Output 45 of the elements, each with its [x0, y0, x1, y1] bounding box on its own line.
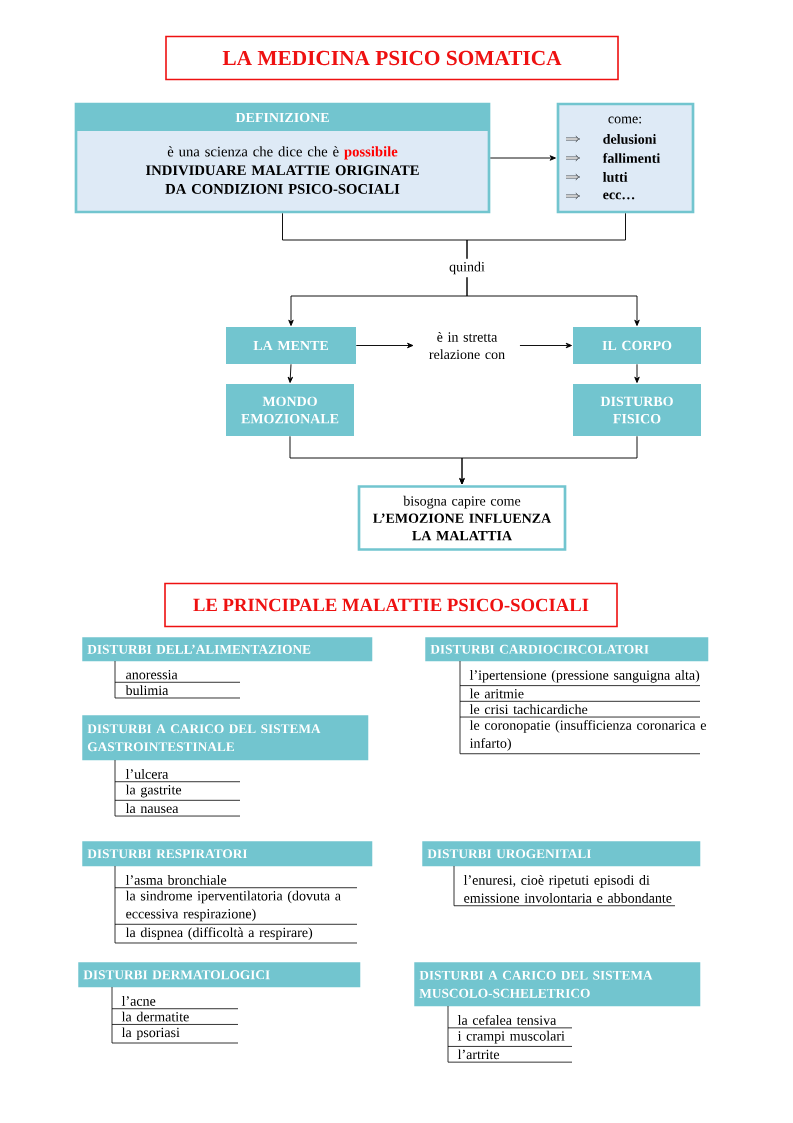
list-item: l’asma bronchiale [125, 874, 227, 885]
conclusion-box: bisogna capire come L’EMOZIONE INFLUENZA LA MALATTIA [357, 485, 567, 551]
list-item: l’acne [121, 995, 156, 1006]
connector-line [466, 212, 626, 260]
category-header: DISTURBI UROGENITALI [422, 841, 701, 867]
list-item: le coronopatie (insufficienza coronarica e infarto) [469, 720, 706, 751]
arrow [355, 342, 414, 349]
list-box: come: delusioni fallimenti lutti ecc… [556, 102, 695, 214]
list-item: l’artrite [457, 1049, 500, 1060]
list-item: l’ulcera [125, 768, 169, 779]
list-item: la cefalea tensiva [457, 1014, 557, 1025]
category-header: DISTURBI A CARICO DEL SISTEMA GASTROINTESTINALE [82, 715, 369, 761]
list-item: anoressia [126, 669, 178, 680]
concept-box: IL CORPO [573, 327, 701, 364]
list-item: la dispnea (difficoltà a respirare) [125, 927, 313, 941]
category-header: DISTURBI DERMATOLOGICI [78, 962, 361, 988]
list-item: l’ipertensione (pressione sanguigna alta) [469, 669, 700, 683]
list-item: la nausea [125, 803, 179, 814]
list-item: la dermatite [121, 1011, 189, 1022]
list-item: le crisi tachicardiche [469, 704, 588, 715]
list-item: la psoriasi [121, 1027, 180, 1041]
list-item: bulimia [125, 685, 169, 696]
concept-box: MONDO EMOZIONALE [226, 384, 354, 436]
arrow [634, 363, 640, 383]
category-header: DISTURBI A CARICO DEL SISTEMA MUSCOLO-SCHELETRICO [414, 962, 701, 1007]
arrow [519, 342, 572, 349]
heading-box: LE PRINCIPALE MALATTIE PSICO-SOCIALI [164, 582, 618, 628]
list-item: l’enuresi, cioè ripetuti episodi di emissione involontaria e abbondante [463, 874, 672, 903]
concept-box: LA MENTE [226, 327, 356, 364]
heading-box: LA MEDICINA PSICO SOMATICA [165, 35, 619, 81]
arrow [287, 363, 294, 383]
linking-phrase: è in stretta relazione con [429, 331, 505, 360]
list-item: le aritmie [469, 688, 524, 699]
linking-word: quindi [449, 261, 485, 275]
concept-box: DISTURBO FISICO [573, 384, 701, 436]
list-item: la gastrite [125, 784, 182, 798]
definition-box: DEFINIZIONE è una scienza che dice che è possibile INDIVIDUARE MALATTIE ORIGINATE DA CONDIZIONI PSICO-SOCIALI [74, 102, 491, 214]
list-item: i crampi muscolari [457, 1030, 565, 1044]
category-header: DISTURBI RESPIRATORI [82, 841, 373, 867]
category-header: DISTURBI DELL’ALIMENTAZIONE [82, 637, 373, 662]
category-header: DISTURBI CARDIOCIRCOLATORI [425, 637, 709, 662]
arrow [489, 155, 556, 161]
arrow [459, 435, 638, 485]
arrow [466, 276, 640, 326]
list-item: la sindrome iperventilatoria (dovuta a eccessiva respirazione) [125, 890, 341, 922]
